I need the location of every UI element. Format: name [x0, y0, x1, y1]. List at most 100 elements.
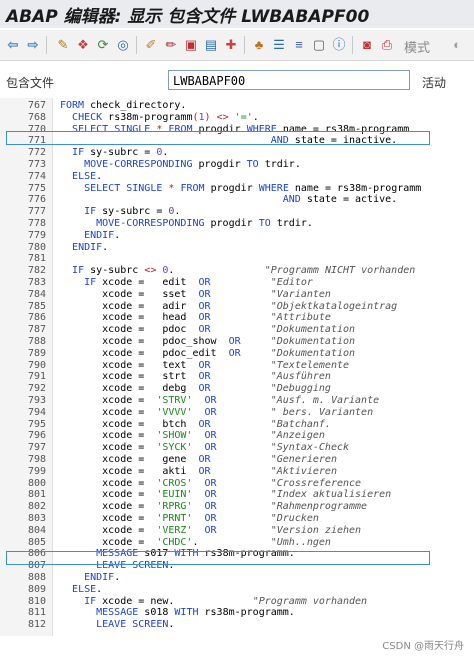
code-text: SELECT SINGLE * FROM progdir WHERE name … — [84, 182, 422, 194]
code-line[interactable]: 771 AND state = inactive. — [0, 135, 474, 147]
code-line[interactable]: 784 xcode = sset OR "Varianten — [0, 289, 474, 301]
code-line[interactable]: 812 LEAVE SCREEN. — [0, 619, 474, 631]
code-line[interactable]: 788 xcode = pdoc_show OR "Dokumentation — [0, 336, 474, 348]
code-line[interactable]: 779 ENDIF. — [0, 230, 474, 242]
code-line[interactable]: 800 xcode = 'CROS' OR "Crossreference — [0, 478, 474, 490]
code-line[interactable]: 782 IF sy-subrc <> 0. "Programm NICHT vo… — [0, 265, 474, 277]
code-text: xcode = 'CHDC'. "Umh..ngen — [60, 536, 331, 548]
line-number: 811 — [27, 607, 46, 619]
code-line[interactable]: 777 IF sy-subrc = 0. — [0, 206, 474, 218]
forward-arrow-icon[interactable]: ⇨ — [27, 37, 39, 52]
back-arrow-icon[interactable]: ⇦ — [7, 37, 19, 52]
code-line[interactable]: 799 xcode = akti OR "Aktivieren — [0, 466, 474, 478]
code-line[interactable]: 810 IF xcode = new. "Programm vorhanden — [0, 596, 474, 608]
code-text: xcode = text OR "Textelemente — [60, 359, 350, 371]
code-line[interactable]: 786 xcode = head OR "Attribute — [0, 312, 474, 324]
line-number: 798 — [27, 454, 46, 465]
line-number: 781 — [27, 253, 46, 265]
code-line[interactable]: 803 xcode = 'PRNT' OR "Drucken — [0, 513, 474, 525]
code-line[interactable]: 794 xcode = 'VVVV' OR " bers. Varianten — [0, 407, 474, 419]
code-line[interactable]: 806 MESSAGE s017 WITH rs38m-programm. — [0, 548, 474, 560]
code-line[interactable]: 805 xcode = 'CHDC'. "Umh..ngen — [0, 537, 474, 549]
line-number: 784 — [27, 288, 46, 300]
code-text: xcode = btch OR "Batchanf. — [60, 418, 331, 430]
code-line[interactable]: 811 MESSAGE s018 WITH rs38m-programm. — [0, 607, 474, 619]
application-toolbar: ⇦ ⇨ ✎ ❖ ⟳ ◎ ✐ ✏ ▣ ▤ ✚ ♣ ☰ ≡ ▢ ⓘ ◙ ⎙ 模式 ◐ — [0, 30, 474, 61]
code-line[interactable]: 778 MOVE-CORRESPONDING progdir TO trdir. — [0, 218, 474, 230]
pattern-icon[interactable]: ◐ — [453, 37, 461, 52]
code-text: xcode = 'VERZ' OR "Version ziehen — [60, 524, 362, 536]
code-line[interactable]: 776 AND state = active. — [0, 194, 474, 206]
line-number: 778 — [27, 218, 46, 229]
code-line[interactable]: 774 ELSE. — [0, 171, 474, 183]
code-line[interactable]: 780 ENDIF. — [0, 242, 474, 254]
code-text: IF sy-subrc <> 0. "Programm NICHT vorhan… — [72, 265, 416, 277]
code-line[interactable]: 807 LEAVE SCREEN. — [0, 560, 474, 572]
structure-icon[interactable]: ❖ — [77, 37, 89, 52]
code-line[interactable]: 797 xcode = 'SYCK' OR "Syntax-Check — [0, 442, 474, 454]
display-change-icon[interactable]: ✐ — [145, 37, 157, 52]
include-field[interactable]: LWBABAPF00 — [168, 70, 410, 90]
pencil-icon[interactable]: ✏ — [165, 37, 177, 52]
line-number: 803 — [27, 513, 46, 524]
line-number: 780 — [27, 241, 46, 253]
code-text: IF sy-subrc = 0. — [84, 206, 181, 218]
code-line[interactable]: 798 xcode = gene OR "Generieren — [0, 454, 474, 466]
code-line[interactable]: 787 xcode = pdoc OR "Dokumentation — [0, 324, 474, 336]
info-icon[interactable]: ⓘ — [332, 37, 346, 52]
code-line[interactable]: 795 xcode = btch OR "Batchanf. — [0, 419, 474, 431]
printer-icon[interactable]: ⎙ — [381, 37, 393, 52]
line-number: 792 — [27, 383, 46, 395]
code-text: ELSE. — [72, 583, 103, 595]
window-icon[interactable]: ▢ — [312, 37, 326, 52]
line-number: 805 — [27, 536, 46, 548]
code-line[interactable]: 792 xcode = debg OR "Debugging — [0, 383, 474, 395]
screen-icon[interactable]: ◙ — [363, 37, 371, 52]
stack-icon[interactable]: ≡ — [295, 37, 303, 52]
code-line[interactable]: 808 ENDIF. — [0, 572, 474, 584]
code-text: xcode = debg OR "Debugging — [60, 383, 331, 395]
line-number: 791 — [27, 371, 46, 383]
code-line[interactable]: 804 xcode = 'VERZ' OR "Version ziehen — [0, 525, 474, 537]
code-line[interactable]: 789 xcode = pdoc_edit OR "Dokumentation — [0, 348, 474, 360]
line-number: 796 — [27, 430, 46, 442]
title-bar: ABAP 编辑器: 显示 包含文件 LWBABAPF00 — [0, 0, 474, 28]
list-icon[interactable]: ☰ — [273, 37, 285, 52]
code-line[interactable]: 781 — [0, 253, 474, 265]
code-text: xcode = head OR "Attribute — [60, 312, 331, 324]
code-line[interactable]: 801 xcode = 'EUIN' OR "Index aktualisier… — [0, 489, 474, 501]
where-used-icon[interactable]: ◎ — [117, 37, 129, 52]
line-number: 801 — [27, 489, 46, 501]
code-text: xcode = adir OR "Objektkatalogeintrag — [60, 300, 398, 312]
code-line[interactable]: 793 xcode = 'STRV' OR "Ausf. m. Variante — [0, 395, 474, 407]
code-line[interactable]: 772 IF sy-subrc = 0. — [0, 147, 474, 159]
code-line[interactable]: 783 IF xcode = edit OR "Editor — [0, 277, 474, 289]
mode-label[interactable]: 模式 — [404, 41, 431, 56]
code-line[interactable]: 770 SELECT SINGLE * FROM progdir WHERE n… — [0, 124, 474, 136]
code-text: MESSAGE s017 WITH rs38m-programm. — [96, 548, 295, 560]
code-text: ELSE. — [72, 170, 103, 182]
code-text: xcode = pdoc OR "Dokumentation — [60, 324, 356, 336]
code-line[interactable]: 790 xcode = text OR "Textelemente — [0, 360, 474, 372]
display-object-icon[interactable]: ▣ — [184, 37, 198, 52]
code-text: xcode = gene OR "Generieren — [60, 454, 337, 465]
code-text: CHECK rs38m-programm(1) <> '='. — [72, 111, 259, 123]
line-number: 772 — [27, 147, 46, 159]
code-text: xcode = pdoc_edit OR "Dokumentation — [60, 347, 356, 359]
pin-icon[interactable]: ✚ — [225, 37, 237, 52]
code-text: SELECT SINGLE * FROM progdir WHERE name … — [72, 123, 410, 135]
code-line[interactable]: 768 CHECK rs38m-programm(1) <> '='. — [0, 112, 474, 124]
hierarchy-icon[interactable]: ♣ — [254, 37, 264, 52]
code-line[interactable]: 809 ELSE. — [0, 584, 474, 596]
tools-icon[interactable]: ✎ — [57, 37, 69, 52]
code-line[interactable]: 796 xcode = 'SHOW' OR "Anzeigen — [0, 430, 474, 442]
code-line[interactable]: 802 xcode = 'RPRG' OR "Rahmenprogramme — [0, 501, 474, 513]
code-line[interactable]: 773 MOVE-CORRESPONDING progdir TO trdir. — [0, 159, 474, 171]
refresh-icon[interactable]: ⟳ — [97, 37, 109, 52]
activate-icon[interactable]: ▤ — [204, 37, 218, 52]
code-line[interactable]: 785 xcode = adir OR "Objektkatalogeintra… — [0, 301, 474, 313]
code-line[interactable]: 775 SELECT SINGLE * FROM progdir WHERE n… — [0, 183, 474, 195]
code-line[interactable]: 791 xcode = strt OR "Ausführen — [0, 371, 474, 383]
